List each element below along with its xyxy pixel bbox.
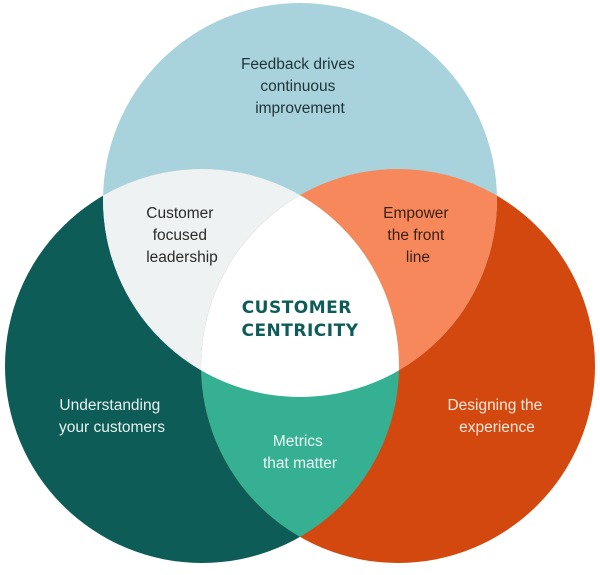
center-label: CUSTOMER CENTRICITY [241,298,358,341]
label-right-line: Designing the [447,397,542,414]
label-top-right-line: Empower [383,205,448,222]
label-top-left: Customer focused leadership [146,205,218,266]
center-label-line: CUSTOMER [242,298,352,318]
label-left-right-line: that matter [263,455,337,472]
label-left-line: Understanding [59,397,160,414]
label-left-right: Metrics that matter [263,433,337,472]
label-right-line: experience [459,419,535,436]
label-left-line: your customers [59,419,165,436]
label-top-right-line: line [406,249,430,266]
label-top-line: continuous [260,78,335,95]
label-top-right-line: the front [387,227,445,244]
label-top-left-line: leadership [146,249,218,266]
label-top-left-line: Customer [146,205,213,222]
label-top-right: Empower the front line [383,205,453,266]
label-left: Understanding your customers [59,397,165,436]
label-top-line: improvement [255,100,345,117]
center-label-line: CENTRICITY [241,321,358,341]
label-top-left-line: focused [153,227,207,244]
label-top-line: Feedback drives [241,56,355,73]
intersection-center [201,169,399,397]
label-left-right-line: Metrics [273,433,323,450]
label-right: Designing the experience [447,397,546,436]
label-top: Feedback drives continuous improvement [241,56,359,117]
